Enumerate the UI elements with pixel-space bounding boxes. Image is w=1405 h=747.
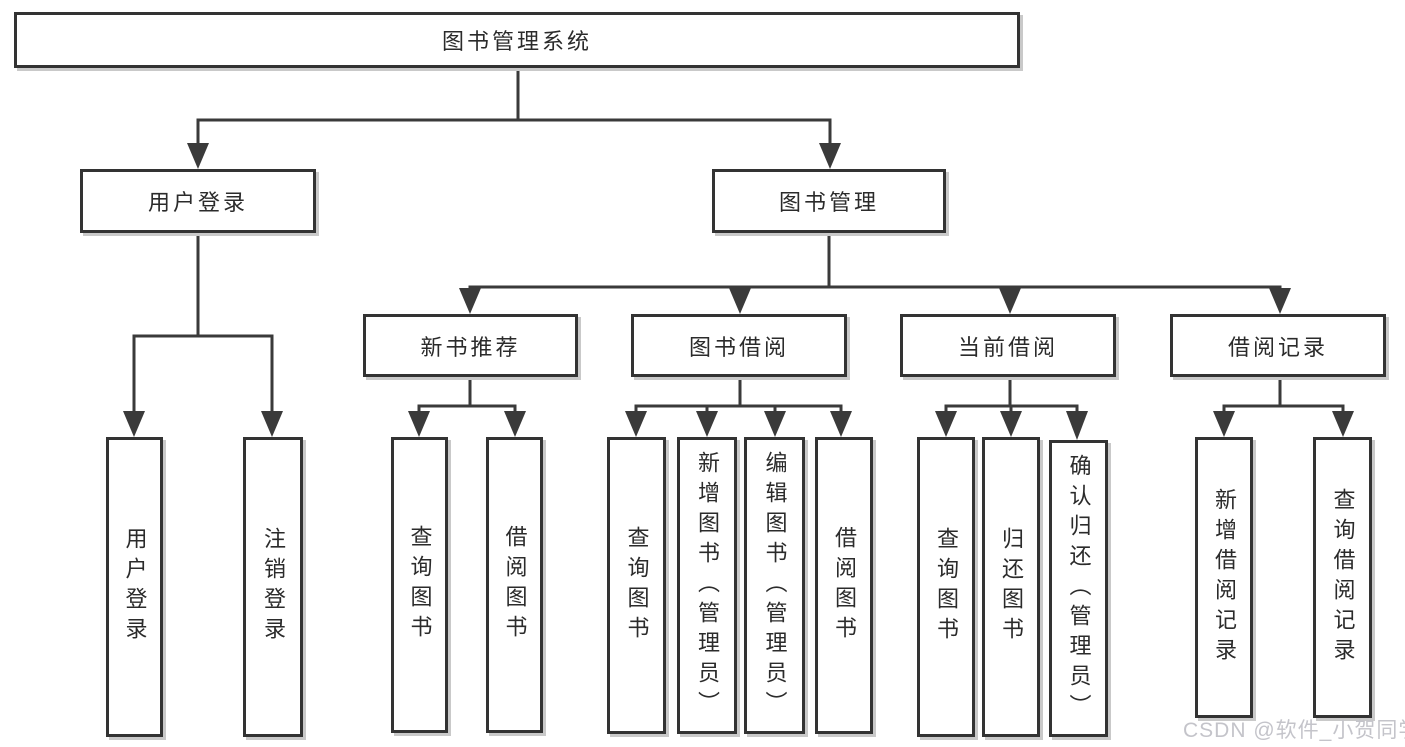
arrowhead [729, 288, 751, 314]
connector-borrow-records [1222, 375, 1345, 414]
leaf-add-borrow-record: 新增借阅记录 [1195, 437, 1253, 718]
connector-arrowheads [123, 143, 1354, 440]
leaf-logout: 注销登录 [243, 437, 303, 737]
arrowhead [408, 411, 430, 437]
leaf-query-books-recommend: 查询图书 [391, 437, 448, 733]
leaf-query-borrow-record: 查询借阅记录 [1313, 437, 1372, 718]
arrowhead [819, 143, 841, 169]
leaf-user-login: 用户登录 [106, 437, 163, 737]
arrowhead [764, 411, 786, 437]
arrowhead [830, 411, 852, 437]
arrowhead [935, 411, 957, 437]
arrowhead [261, 411, 283, 437]
arrowhead [1269, 288, 1291, 314]
node-borrow-records: 借阅记录 [1170, 314, 1386, 377]
arrowhead [123, 411, 145, 437]
arrowhead [459, 288, 481, 314]
leaf-query-books-current: 查询图书 [917, 437, 975, 737]
leaf-borrow-books-recommend: 借阅图书 [486, 437, 543, 733]
arrowhead [1066, 411, 1088, 440]
connector-current-borrow [944, 375, 1079, 414]
arrowhead [625, 411, 647, 437]
watermark: CSDN @软件_小贺同学 [1183, 719, 1405, 742]
arrowhead [999, 288, 1021, 314]
leaf-query-books-borrow: 查询图书 [607, 437, 666, 734]
arrowhead [1000, 411, 1022, 437]
node-root: 图书管理系统 [14, 12, 1020, 68]
leaf-edit-books-admin: 编辑图书（管理员） [744, 437, 805, 734]
leaf-add-books-admin: 新增图书（管理员） [677, 437, 737, 734]
arrowhead [504, 411, 526, 437]
leaf-confirm-return-admin: 确认归还（管理员） [1049, 440, 1108, 737]
leaf-return-books: 归还图书 [982, 437, 1040, 737]
leaf-borrow-books: 借阅图书 [815, 437, 873, 734]
arrowhead [1332, 411, 1354, 437]
connector-book-borrow [634, 375, 843, 414]
node-user-login: 用户登录 [80, 169, 316, 233]
connector-root [196, 66, 832, 148]
node-current-borrow: 当前借阅 [900, 314, 1116, 377]
node-book-borrow: 图书借阅 [631, 314, 847, 377]
node-new-book-recommend: 新书推荐 [363, 314, 578, 377]
connector-new-book-recommend [417, 375, 517, 414]
arrowhead [1213, 411, 1235, 437]
arrowhead [187, 143, 209, 169]
arrowhead [696, 411, 718, 437]
connector-user-login [132, 231, 274, 415]
connector-book-management [468, 231, 1282, 289]
node-book-management: 图书管理 [712, 169, 946, 233]
